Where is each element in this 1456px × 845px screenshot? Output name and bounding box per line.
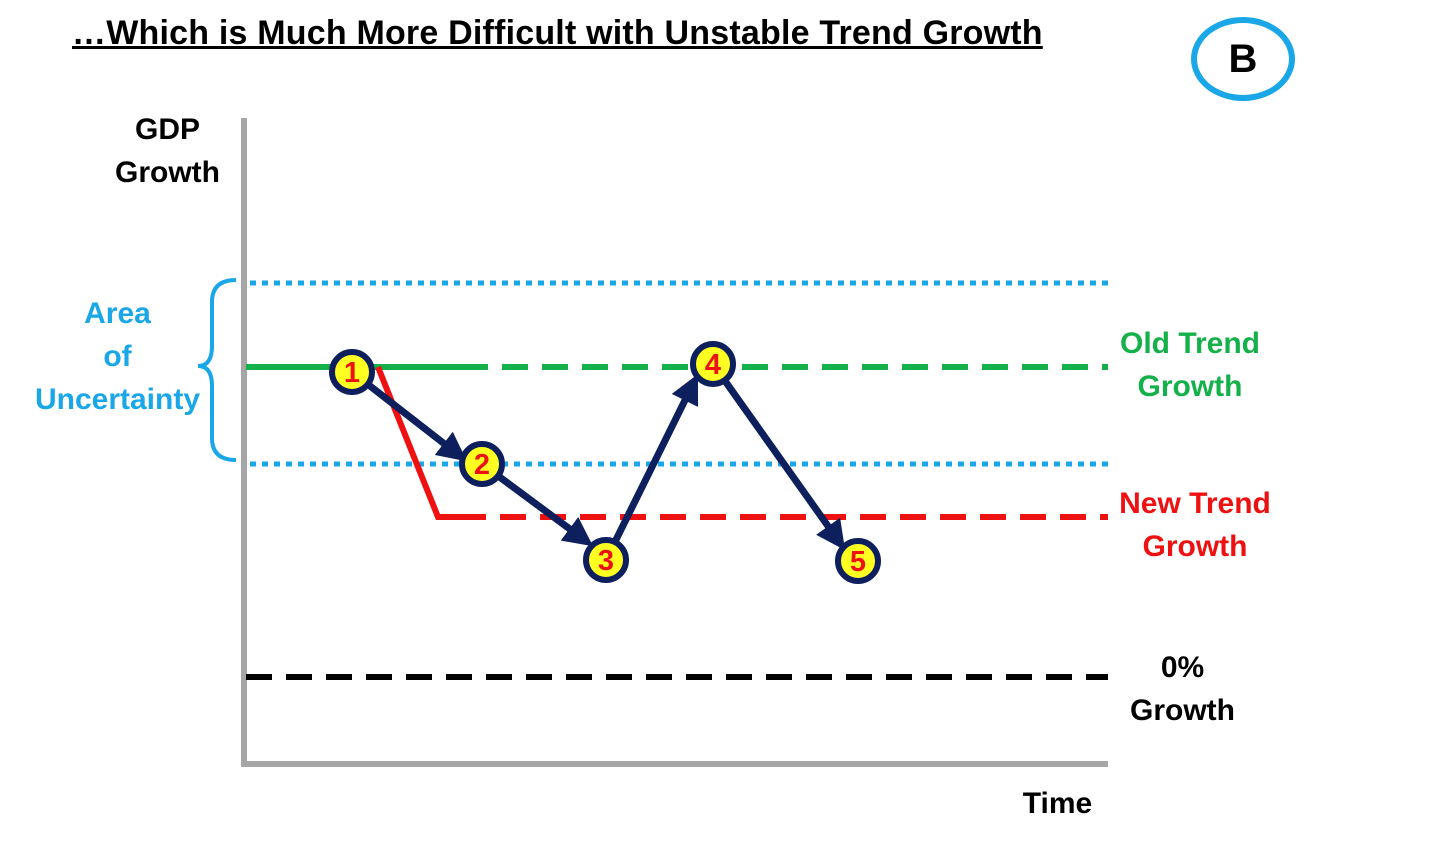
y-axis-label: GDP Growth	[100, 108, 235, 194]
node-2-label: 2	[474, 449, 490, 481]
new-trend-label-line1: New Trend	[1119, 487, 1271, 520]
old-trend-label-line1: Old Trend	[1119, 327, 1260, 360]
x-axis-label: Time	[1022, 787, 1093, 820]
area-label-line3: Uncertainty	[34, 383, 201, 416]
zero-growth-label-line2: Growth	[1130, 694, 1235, 727]
node-2: 2	[459, 441, 505, 487]
node-1: 1	[329, 349, 375, 395]
old-trend-label-line2: Growth	[1137, 370, 1243, 403]
area-label-line1: Area	[84, 297, 151, 330]
node-3: 3	[583, 537, 629, 583]
new-trend-label-line2: Growth	[1142, 530, 1248, 563]
new-trend-label: New Trend Growth	[1105, 482, 1285, 568]
node-4-label: 4	[705, 349, 721, 381]
uncertainty-bracket	[197, 278, 237, 462]
node-3-label: 3	[598, 545, 614, 577]
y-axis-label-line1: GDP	[134, 113, 200, 146]
zero-growth-label: 0% Growth	[1110, 646, 1255, 732]
area-label-line2: of	[103, 340, 132, 373]
old-trend-label: Old Trend Growth	[1105, 322, 1275, 408]
arrow-4-to-5	[710, 361, 846, 551]
arrow-3-to-4	[602, 374, 699, 562]
node-4: 4	[690, 341, 736, 387]
node-5: 5	[835, 538, 881, 584]
page-title: …Which is Much More Difficult with Unsta…	[72, 14, 1043, 52]
y-axis-label-line2: Growth	[115, 156, 220, 189]
node-1-label: 1	[344, 357, 360, 389]
new-trend-drop-line	[375, 365, 460, 520]
area-of-uncertainty-label: Area of Uncertainty	[20, 292, 215, 421]
node-5-label: 5	[850, 546, 866, 578]
badge-b: B	[1191, 17, 1295, 101]
zero-growth-label-line1: 0%	[1160, 651, 1205, 684]
